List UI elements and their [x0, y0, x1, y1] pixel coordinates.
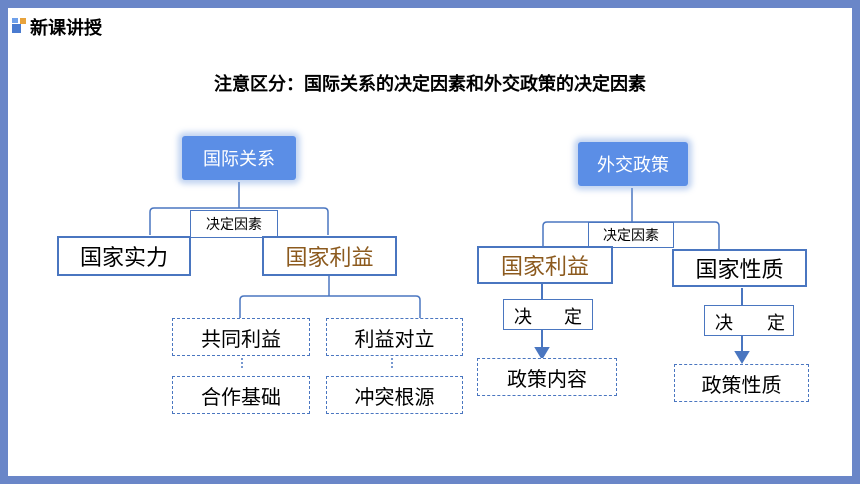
result-policy-content: 政策内容 — [477, 358, 617, 396]
right-factor-label: 决定因素 — [588, 222, 674, 248]
decide-b-char-2: 定 — [767, 313, 785, 334]
leaf-conflict-root: 冲突根源 — [326, 376, 463, 414]
header-title: 新课讲授 — [30, 18, 102, 39]
result-policy-nature: 政策性质 — [674, 364, 809, 402]
left-node-national-interest: 国家利益 — [262, 236, 397, 276]
decide-label-a: 决 定 — [503, 299, 593, 330]
decide-label-b: 决 定 — [704, 305, 794, 336]
leaf-common-interest: 共同利益 — [172, 318, 310, 356]
node-national-strength: 国家实力 — [57, 236, 191, 276]
page-title: 注意区分：国际关系的决定因素和外交政策的决定因素 — [214, 74, 646, 95]
node-national-nature: 国家性质 — [672, 249, 807, 287]
leaf-interest-opposition: 利益对立 — [326, 318, 463, 356]
left-factor-label: 决定因素 — [190, 210, 278, 238]
decide-a-char-1: 决 — [514, 307, 532, 328]
leaf-cooperation-basis: 合作基础 — [172, 376, 310, 414]
root-international-relations: 国际关系 — [182, 136, 296, 180]
decide-b-char-1: 决 — [715, 313, 733, 334]
decide-a-char-2: 定 — [564, 307, 582, 328]
right-node-national-interest: 国家利益 — [477, 246, 613, 284]
header-icon — [12, 18, 26, 33]
root-foreign-policy: 外交政策 — [578, 142, 688, 186]
